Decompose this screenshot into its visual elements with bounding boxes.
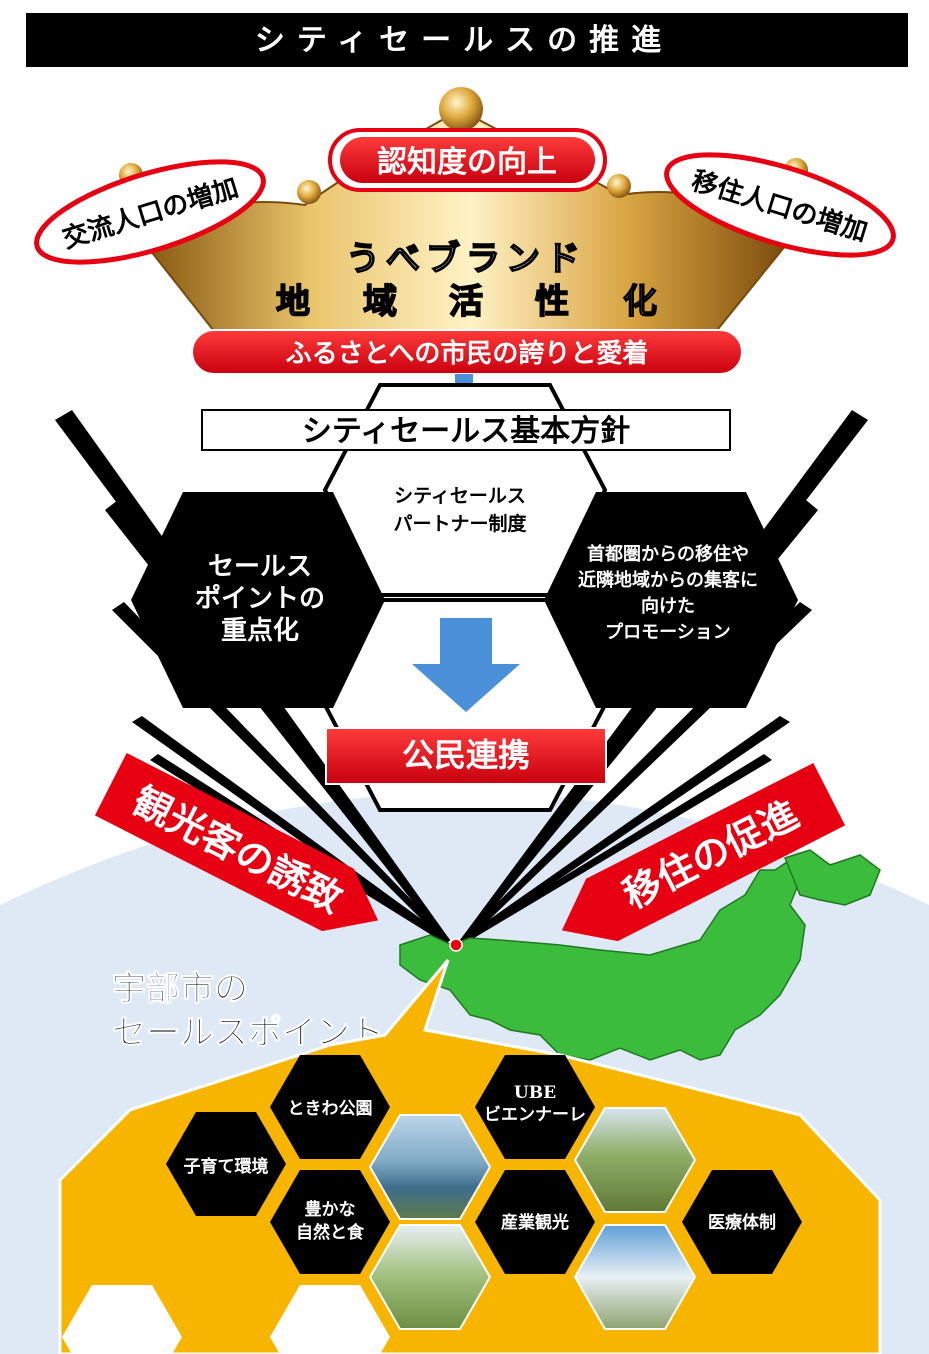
brand-char: 域 xyxy=(363,282,397,322)
big-down-arrow-icon xyxy=(412,618,520,712)
brand-char: 化 xyxy=(623,282,657,322)
item-label: ときわ公園 xyxy=(288,1099,373,1119)
item-hex-tokiwa xyxy=(270,1055,390,1159)
recognition-label: 認知度の向上 xyxy=(377,145,557,180)
photo-hex-park xyxy=(573,1107,697,1213)
blank-hex xyxy=(62,1285,182,1354)
brand-line: うべブランド xyxy=(346,239,586,279)
item-label: 産業観光 xyxy=(501,1212,569,1233)
brand-char: 活 xyxy=(449,282,483,322)
promotion-line: 向けた xyxy=(641,595,695,617)
pride-banner-label: ふるさとへの市民の誇りと愛着 xyxy=(286,338,649,369)
item-label: ビエンナーレ xyxy=(484,1105,586,1125)
sales-point-line: セールス xyxy=(208,552,312,582)
promotion-line: 首都圏からの移住や xyxy=(587,543,749,565)
item-hex-childcare xyxy=(166,1112,286,1216)
header-bar xyxy=(26,13,908,67)
promotion-line: 近隣地域からの集客に xyxy=(578,569,758,591)
ube-location-marker xyxy=(449,938,463,952)
item-label: 豊かな xyxy=(305,1199,356,1220)
item-label: 医療体制 xyxy=(708,1212,776,1233)
promotion-line: プロモーション xyxy=(605,621,731,643)
item-label: UBE xyxy=(514,1083,556,1103)
header-title: シティセールスの推進 xyxy=(255,23,673,58)
blank-hex xyxy=(270,1285,390,1354)
hex-sales-point xyxy=(131,492,385,708)
sales-point-line: ポイントの xyxy=(195,583,325,614)
hokkaido-shape xyxy=(784,849,881,906)
partnership-label: 公民連携 xyxy=(402,736,530,774)
item-label: 子育て環境 xyxy=(184,1156,269,1177)
photo-hex-industry xyxy=(573,1224,697,1330)
policy-title: シティセールス基本方針 xyxy=(302,414,630,449)
item-hex-biennale xyxy=(475,1055,595,1159)
photo-hex-nature xyxy=(368,1224,492,1330)
brand-char: 地 xyxy=(276,282,310,322)
partner-line: シティセールス xyxy=(394,485,526,507)
partner-line: パートナー制度 xyxy=(393,512,527,535)
photo-hex-tokiwa xyxy=(368,1114,492,1220)
recognition-pill xyxy=(340,137,595,183)
item-label: 自然と食 xyxy=(296,1222,365,1243)
item-hex-nature xyxy=(270,1170,390,1274)
brand-char: 性 xyxy=(535,282,569,322)
item-hex-medical xyxy=(682,1170,802,1274)
hex-promotion xyxy=(544,492,798,708)
crown-ball xyxy=(297,180,321,204)
policy-title-box xyxy=(201,409,731,451)
item-hex-industry xyxy=(475,1170,595,1274)
honshu-shape xyxy=(399,858,806,1061)
crown-ball xyxy=(607,174,631,198)
sales-heading-line: 宇部市の xyxy=(112,969,248,1009)
partnership-box xyxy=(325,727,607,785)
sales-point-line: 重点化 xyxy=(221,615,299,646)
crown-ball xyxy=(439,87,483,131)
